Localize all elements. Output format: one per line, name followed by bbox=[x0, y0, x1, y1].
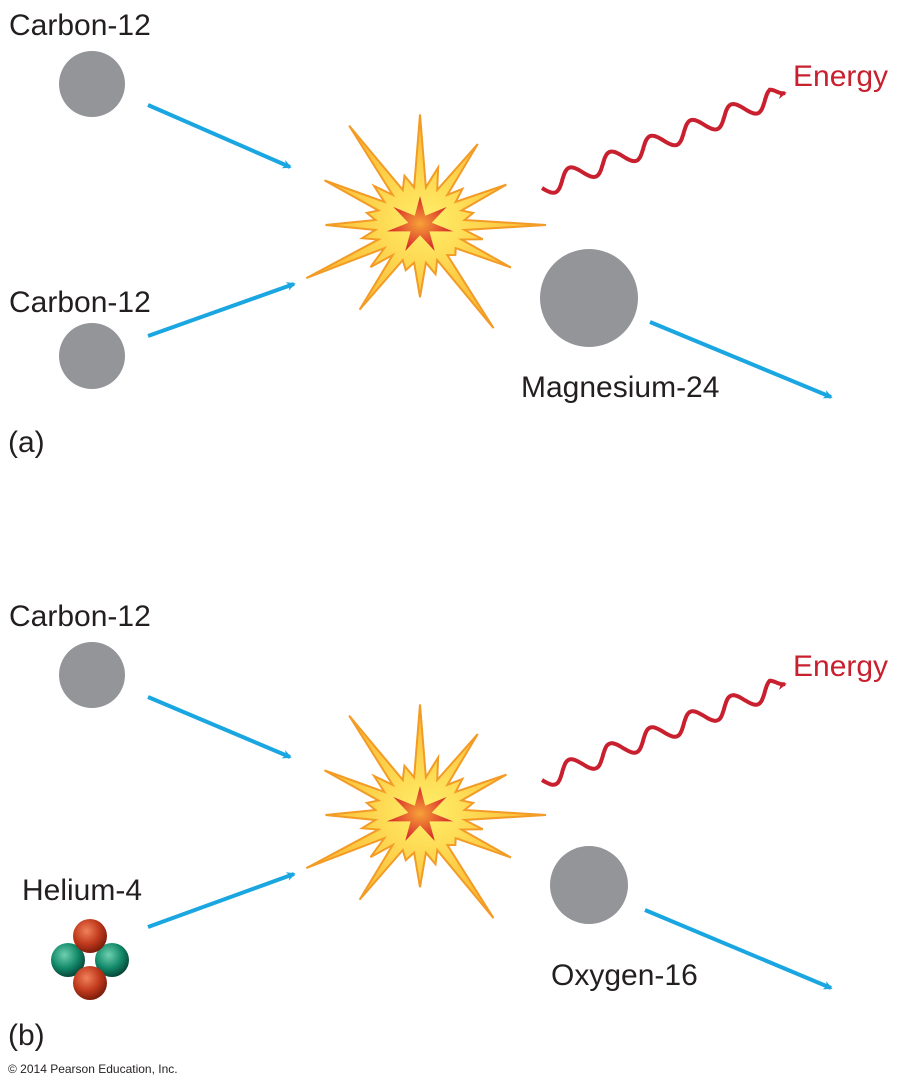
oxygen-nucleus bbox=[550, 846, 628, 924]
incoming-arrow bbox=[147, 872, 296, 929]
carbon-nucleus bbox=[59, 51, 125, 117]
energy-label: Energy bbox=[793, 60, 888, 93]
outgoing-arrow bbox=[644, 908, 833, 990]
reactant2-label: Helium-4 bbox=[22, 874, 142, 907]
panel-a: Carbon-12 Carbon-12 Energy Magnesium-24 … bbox=[8, 9, 888, 459]
explosion-core-star bbox=[386, 196, 454, 252]
reactant1-label: Carbon-12 bbox=[9, 600, 151, 633]
product-label: Magnesium-24 bbox=[521, 371, 719, 404]
carbon-nucleus bbox=[59, 642, 125, 708]
energy-wave bbox=[540, 87, 787, 195]
helium-nucleus-icon bbox=[51, 919, 129, 1000]
incoming-arrow bbox=[147, 103, 292, 169]
panel-tag: (a) bbox=[8, 426, 45, 459]
explosion-icon bbox=[305, 114, 547, 329]
incoming-arrow bbox=[147, 282, 296, 338]
carbon-nucleus bbox=[59, 323, 125, 389]
copyright: © 2014 Pearson Education, Inc. bbox=[8, 1062, 178, 1076]
energy-label: Energy bbox=[793, 650, 888, 683]
energy-wave bbox=[540, 678, 787, 787]
outgoing-arrow bbox=[649, 320, 833, 399]
explosion-core-star bbox=[386, 786, 454, 842]
product-label: Oxygen-16 bbox=[551, 959, 698, 992]
incoming-arrow bbox=[147, 695, 292, 759]
panel-b: Carbon-12 Helium-4 Energy Oxygen-16 (b) bbox=[8, 600, 888, 1052]
explosion-icon bbox=[305, 704, 547, 919]
reactant1-label: Carbon-12 bbox=[9, 9, 151, 42]
reactant2-label: Carbon-12 bbox=[9, 286, 151, 319]
panel-tag: (b) bbox=[8, 1019, 45, 1052]
magnesium-nucleus bbox=[540, 249, 638, 347]
